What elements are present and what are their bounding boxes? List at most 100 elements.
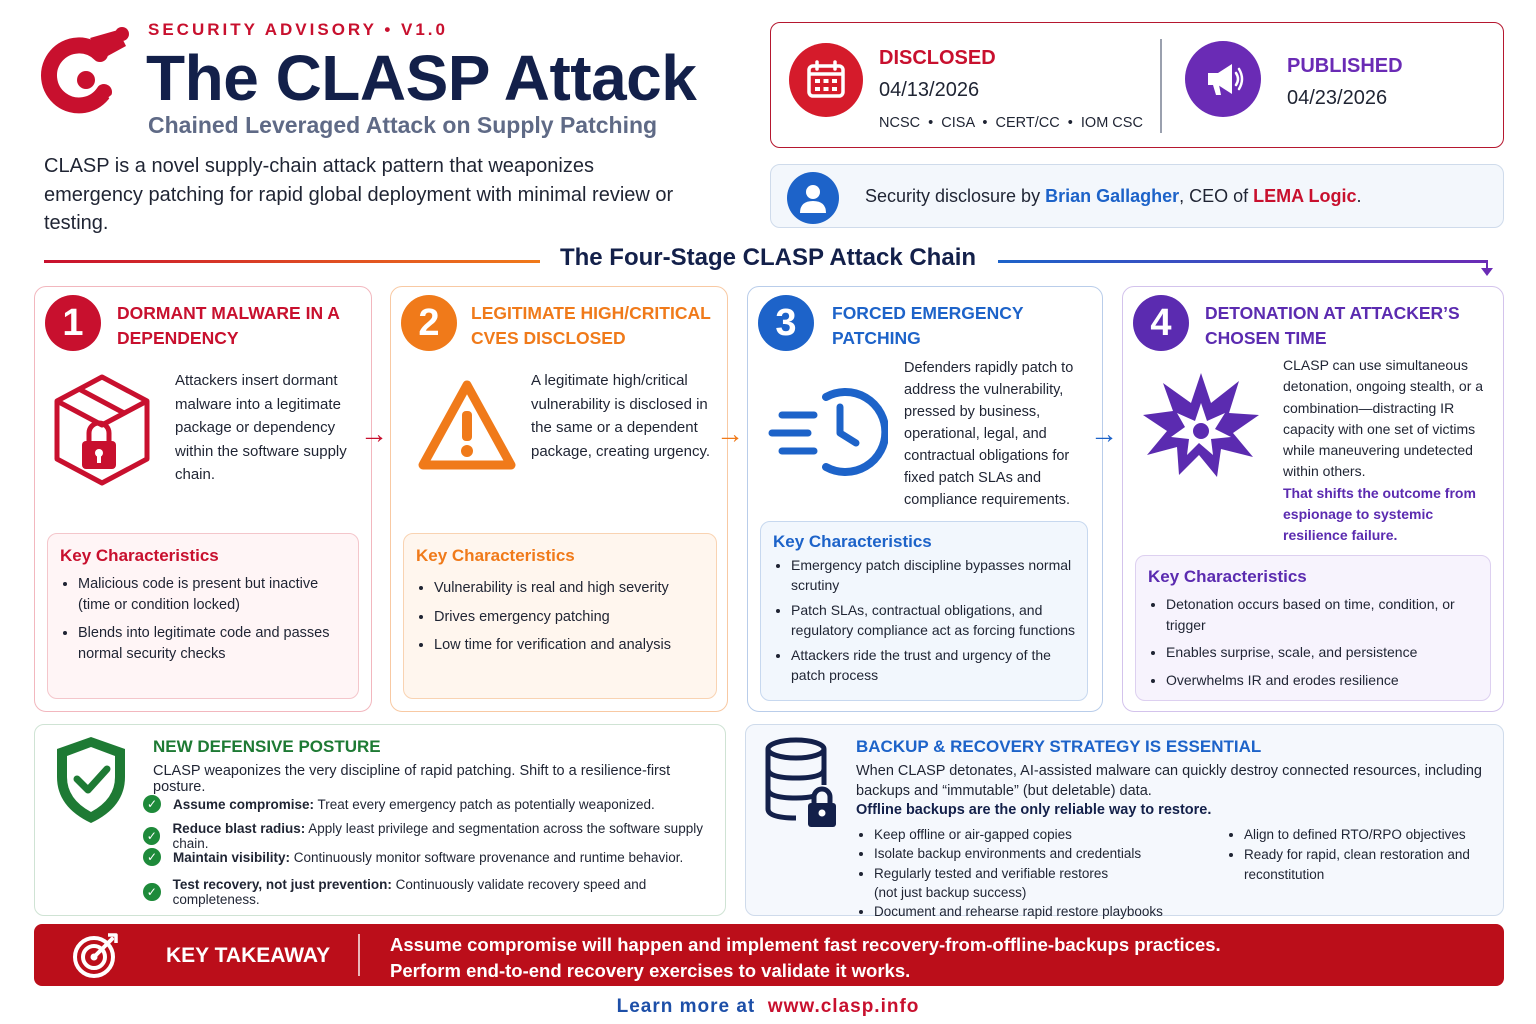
dates-divider: [1160, 39, 1162, 133]
key-characteristics: Key Characteristics Emergency patch disc…: [760, 521, 1088, 701]
backup-paragraph: When CLASP detonates, AI-assisted malwar…: [856, 763, 1482, 799]
stage-description: Attackers insert dormant malware into a …: [175, 372, 347, 483]
dates-panel: DISCLOSED 04/13/2026 NCSC • CISA • CERT/…: [770, 22, 1504, 148]
explosion-icon: [1143, 373, 1259, 477]
list-item: Isolate backup environments and credenti…: [874, 844, 1214, 863]
kc-item: Overwhelms IR and erodes resilience: [1166, 670, 1480, 691]
stage-title: LEGITIMATE HIGH/CRITICAL CVES DISCLOSED: [471, 303, 711, 348]
takeaway-text: Assume compromise will happen and implem…: [390, 932, 1221, 984]
defense-item-label: Assume compromise:: [173, 796, 315, 812]
kc-item: Vulnerability is real and high severity: [434, 578, 706, 599]
stage-number: 1: [45, 295, 101, 351]
chain-line-down: [1486, 260, 1488, 272]
published-date: 04/23/2026: [1287, 87, 1388, 109]
list-item: Ready for rapid, clean restoration and r…: [1244, 845, 1474, 885]
check-icon: ✓: [143, 883, 161, 901]
kc-title: Key Characteristics: [1148, 567, 1307, 586]
chain-title: The Four-Stage CLASP Attack Chain: [559, 244, 977, 271]
fast-clock-icon: [768, 388, 888, 476]
stage-card-2: 2 LEGITIMATE HIGH/CRITICAL CVES DISCLOSE…: [390, 286, 728, 712]
kc-title: Key Characteristics: [60, 546, 219, 565]
stage-arrow-3: →: [1090, 418, 1118, 449]
key-characteristics: Key Characteristics Malicious code is pr…: [47, 533, 359, 699]
backup-recovery-panel: BACKUP & RECOVERY STRATEGY IS ESSENTIAL …: [745, 724, 1504, 919]
learn-more-footer: Learn more at www.clasp.info: [0, 996, 1536, 1018]
kc-item: Patch SLAs, contractual obligations, and…: [791, 601, 1077, 640]
kc-item: Enables surprise, scale, and persistence: [1166, 642, 1480, 663]
calendar-icon: [789, 43, 863, 117]
takeaway-divider: [358, 934, 360, 976]
defense-item-label: Reduce blast radius:: [172, 821, 306, 836]
takeaway-line-2: Perform end-to-end recovery exercises to…: [390, 960, 911, 981]
chain-arrow-tip: [1481, 268, 1493, 276]
defense-subtitle: CLASP weaponizes the very discipline of …: [153, 763, 671, 795]
disclosed-orgs: NCSC • CISA • CERT/CC • IOM CSC: [879, 115, 1143, 131]
stage-number: 4: [1133, 295, 1189, 351]
defense-item-text: Continuously validate recovery speed and…: [172, 877, 647, 907]
stage-title: FORCED EMERGENCY PATCHING: [832, 303, 1024, 348]
backup-list-right: Align to defined RTO/RPO objectives Read…: [1244, 825, 1494, 885]
stage-arrow-1: →: [360, 418, 388, 449]
defense-item: ✓ Assume compromise: Treat every emergen…: [143, 795, 655, 813]
author-company: LEMA Logic: [1253, 186, 1357, 206]
stage-description: CLASP can use simultaneous detonation, o…: [1283, 355, 1489, 547]
defense-item: ✓ Reduce blast radius: Apply least privi…: [143, 821, 725, 851]
learn-more-link[interactable]: www.clasp.info: [767, 996, 920, 1017]
stage-description-strong: That shifts the outcome from espionage t…: [1283, 484, 1476, 544]
key-takeaway-banner: KEY TAKEAWAY Assume compromise will happ…: [34, 924, 1504, 986]
kc-title: Key Characteristics: [773, 532, 932, 551]
kc-item: Drives emergency patching: [434, 607, 706, 628]
stage-card-4: 4 DETONATION AT ATTACKER’S CHOSEN TIME C…: [1122, 286, 1504, 712]
author-name: Brian Gallagher: [1045, 186, 1180, 206]
kc-item: Blends into legitimate code and passes n…: [78, 623, 348, 664]
published-label: PUBLISHED: [1287, 55, 1403, 77]
defense-item-text: Apply least privilege and segmentation a…: [172, 821, 703, 851]
kc-item: Detonation occurs based on time, conditi…: [1166, 594, 1480, 635]
kc-item: Malicious code is present but inactive (…: [78, 574, 348, 615]
database-lock-icon: [765, 737, 836, 827]
check-icon: ✓: [143, 795, 161, 813]
list-item: Regularly tested and verifiable restores…: [874, 864, 1134, 903]
kc-item: Low time for verification and analysis: [434, 635, 706, 656]
backup-title: BACKUP & RECOVERY STRATEGY IS ESSENTIAL: [856, 737, 1262, 756]
locked-package-icon: [54, 374, 150, 486]
kc-item: Attackers ride the trust and urgency of …: [791, 646, 1077, 685]
check-icon: ✓: [143, 848, 161, 866]
stage-title: DETONATION AT ATTACKER’S CHOSEN TIME: [1205, 303, 1460, 348]
disclosed-label: DISCLOSED: [879, 47, 996, 69]
warning-triangle-icon: [418, 380, 516, 470]
disclosed-date: 04/13/2026: [879, 79, 980, 101]
author-line: Security disclosure by Brian Gallagher, …: [865, 186, 1362, 207]
stage-title: DORMANT MALWARE IN A DEPENDENCY: [117, 303, 340, 348]
stage-number: 3: [758, 295, 814, 351]
megaphone-icon: [1185, 41, 1261, 117]
author-panel: Security disclosure by Brian Gallagher, …: [770, 164, 1504, 228]
target-icon: [73, 933, 118, 978]
list-item: Align to defined RTO/RPO objectives: [1244, 825, 1494, 845]
page-title: The CLASP Attack: [146, 42, 697, 114]
kc-title: Key Characteristics: [416, 546, 575, 565]
stage-card-3: 3 FORCED EMERGENCY PATCHING Defenders ra…: [747, 286, 1103, 712]
stage-description-text: CLASP can use simultaneous detonation, o…: [1283, 357, 1484, 480]
backup-strong: Offline backups are the only reliable wa…: [856, 802, 1212, 818]
backup-list-left: Keep offline or air-gapped copies Isolat…: [874, 825, 1214, 921]
chain-line-left: [44, 260, 540, 263]
check-icon: ✓: [143, 827, 161, 845]
intro-paragraph: CLASP is a novel supply-chain attack pat…: [44, 155, 674, 234]
key-characteristics: Key Characteristics Detonation occurs ba…: [1135, 555, 1491, 701]
defense-item-label: Test recovery, not just prevention:: [172, 877, 392, 892]
takeaway-label: KEY TAKEAWAY: [166, 944, 331, 967]
advisory-kicker: SECURITY ADVISORY • V1.0: [148, 20, 448, 39]
clasp-logo-icon: [41, 27, 129, 114]
list-item: Document and rehearse rapid restore play…: [874, 902, 1214, 921]
stage-arrow-2: →: [716, 418, 744, 449]
learn-more-prefix: Learn more at: [616, 996, 756, 1017]
stage-description: A legitimate high/critical vulnerability…: [531, 372, 710, 460]
stage-card-1: 1 DORMANT MALWARE IN A DEPENDENCY Attack…: [34, 286, 372, 712]
user-icon: [787, 172, 839, 224]
defense-item-label: Maintain visibility:: [173, 849, 291, 865]
page-subtitle: Chained Leveraged Attack on Supply Patch…: [148, 112, 658, 138]
author-suffix: .: [1356, 186, 1362, 206]
key-characteristics: Key Characteristics Vulnerability is rea…: [403, 533, 717, 699]
defense-title: NEW DEFENSIVE POSTURE: [153, 737, 381, 756]
